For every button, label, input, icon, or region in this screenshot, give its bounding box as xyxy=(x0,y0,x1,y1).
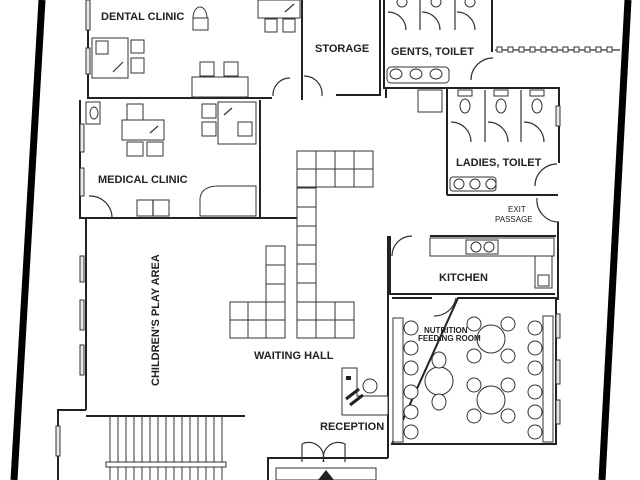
medical-clinic-label: MEDICAL CLINIC xyxy=(98,174,188,186)
waiting-hall-seating xyxy=(229,150,374,339)
reception-area: RECEPTION xyxy=(267,236,389,480)
staircase xyxy=(105,416,227,480)
nutrition-label-line1: NUTRITION xyxy=(424,326,468,335)
ladies-toilet-label: LADIES, TOILET xyxy=(456,157,542,169)
kitchen-room: KITCHEN xyxy=(389,235,556,295)
frame-left-edge xyxy=(10,0,46,480)
dental-clinic-label: DENTAL CLINIC xyxy=(101,11,184,23)
waiting-hall-label: WAITING HALL xyxy=(254,350,334,362)
medical-clinic-room: MEDICAL CLINIC xyxy=(79,100,261,219)
kitchen-label: KITCHEN xyxy=(439,272,488,284)
ladies-toilet-room: LADIES, TOILET xyxy=(417,87,561,196)
reception-label: RECEPTION xyxy=(320,421,384,433)
nutrition-label-line2: FEEDING ROOM xyxy=(418,334,481,343)
nutrition-feeding-room: NUTRITION FEEDING ROOM xyxy=(390,297,561,445)
exit-passage-label-line2: PASSAGE xyxy=(495,215,533,224)
dental-clinic-room: DENTAL CLINIC xyxy=(85,0,303,100)
childrens-play-area-label: CHILDREN'S PLAY AREA xyxy=(150,254,162,386)
chain-barrier xyxy=(495,46,620,53)
storage-label: STORAGE xyxy=(315,43,369,55)
exit-passage: EXIT PASSAGE xyxy=(495,197,560,300)
frame-right-edge xyxy=(598,0,632,480)
storage-room: STORAGE xyxy=(303,0,381,97)
exit-passage-label-line1: EXIT xyxy=(508,205,526,214)
gents-toilet-room: GENTS, TOILET xyxy=(383,0,495,89)
gents-toilet-label: GENTS, TOILET xyxy=(391,46,474,58)
